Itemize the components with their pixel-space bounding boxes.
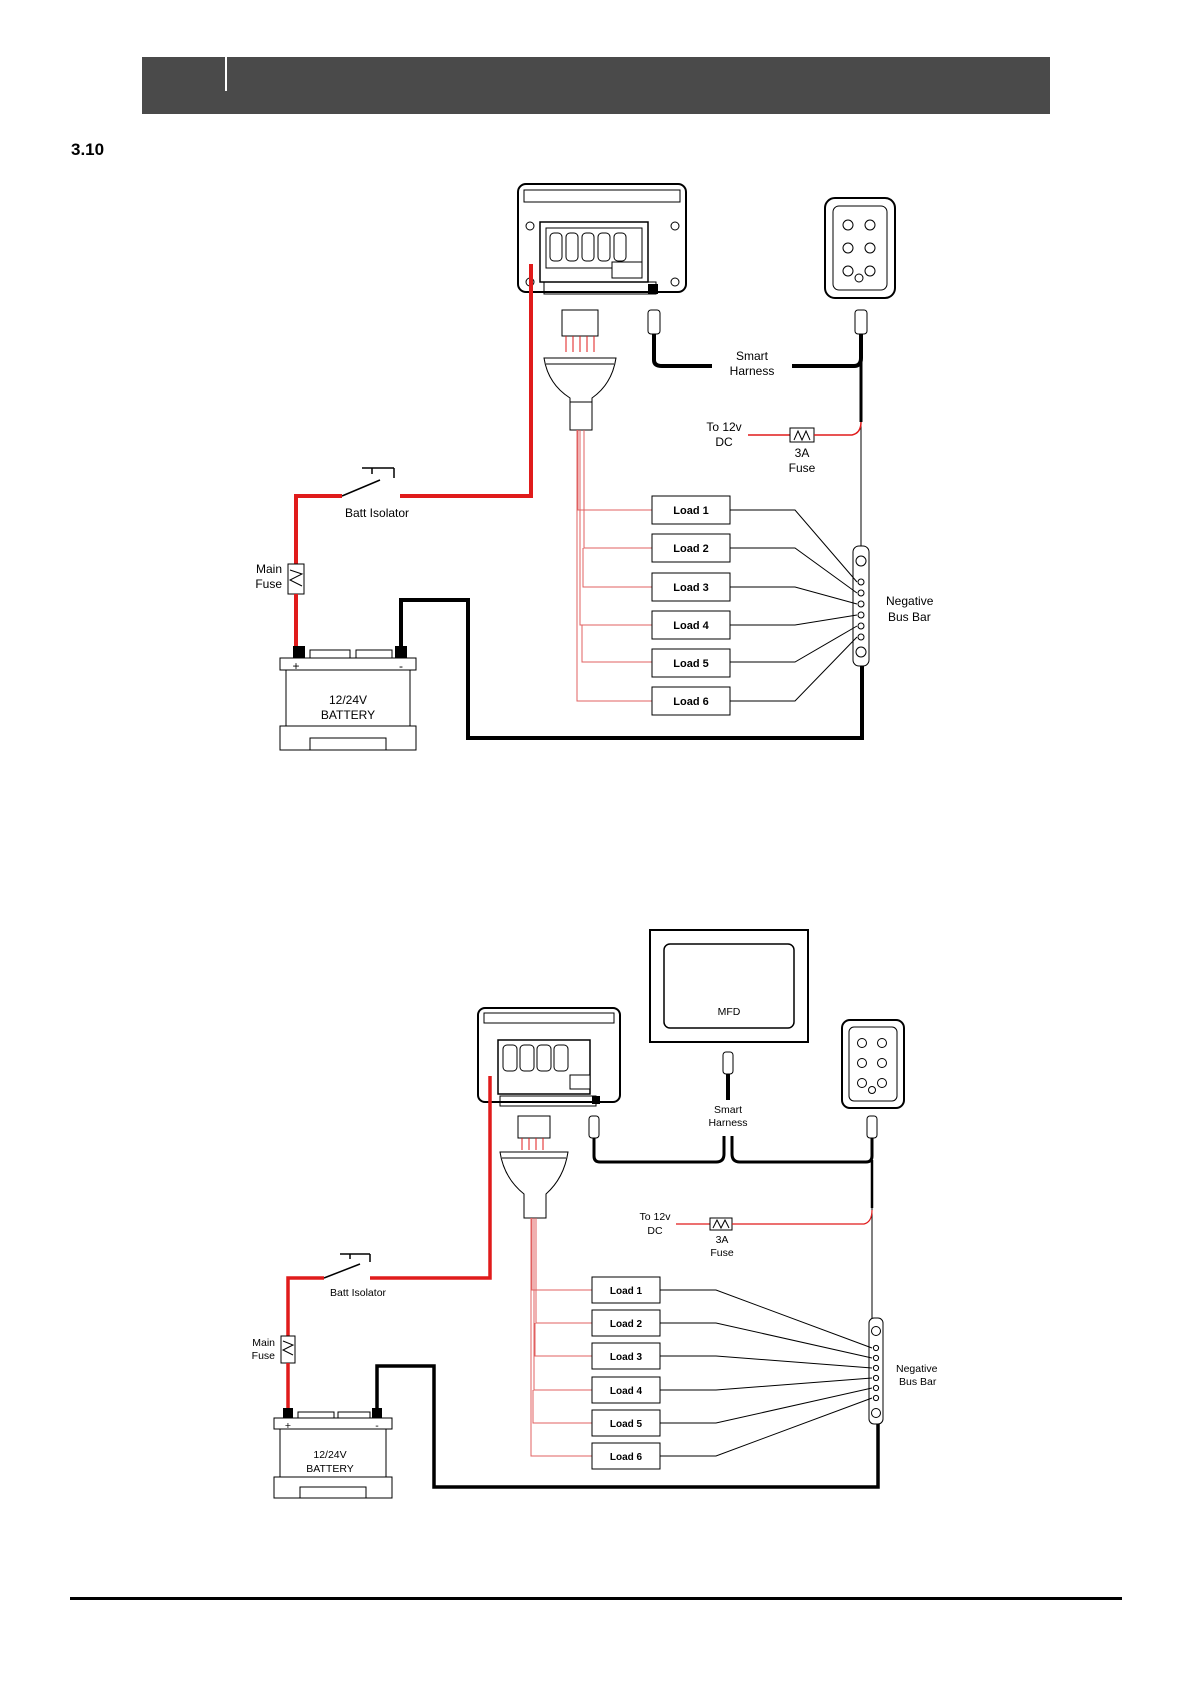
harness-plug-right-2 (867, 1116, 877, 1138)
harness-plug-mfd (723, 1052, 733, 1074)
load-label: Load 2 (673, 543, 708, 555)
load-label: Load 4 (673, 620, 709, 632)
load-box-1-3: Load 3 (652, 573, 730, 601)
load-harness-connector-2 (500, 1116, 568, 1218)
batt-isolator-label-1: Batt Isolator (345, 506, 409, 520)
load-box-1-5: Load 5 (652, 649, 730, 677)
load-label: Load 6 (610, 1452, 643, 1463)
controller-module-2 (478, 1008, 620, 1106)
load-box-1-6: Load 6 (652, 687, 730, 715)
switch-panel (825, 198, 895, 298)
battery-minus-1: - (399, 659, 403, 673)
main-fuse-icon (288, 564, 304, 594)
load-box-1-2: Load 2 (652, 534, 730, 562)
load-box-2-5: Load 5 (592, 1410, 660, 1436)
load-box-2-2: Load 2 (592, 1310, 660, 1336)
negative-bus-bar-1 (853, 546, 869, 666)
load-label: Load 1 (673, 505, 708, 517)
load-label: Load 5 (610, 1419, 643, 1430)
battery-plus-1: + (292, 659, 299, 673)
load-box-2-4: Load 4 (592, 1377, 660, 1403)
controller-module (518, 184, 686, 294)
load-label: Load 3 (673, 582, 708, 594)
mfd-label: MFD (718, 1006, 741, 1018)
batt-isolator-icon (342, 468, 394, 496)
battery-minus-2: - (375, 1420, 379, 1432)
load-label: Load 6 (673, 696, 708, 708)
switch-panel-2 (842, 1020, 904, 1108)
load-label: Load 3 (610, 1352, 643, 1363)
load-harness-connector (544, 310, 616, 430)
diagram-2: MFD (252, 930, 938, 1498)
footer-rule (70, 1597, 1122, 1600)
mfd-display (650, 930, 808, 1042)
battery-plus-2: + (285, 1420, 291, 1432)
load-box-2-1: Load 1 (592, 1277, 660, 1303)
negative-bus-bar-2 (869, 1318, 883, 1424)
load-box-1-4: Load 4 (652, 611, 730, 639)
load-box-2-6: Load 6 (592, 1443, 660, 1469)
harness-plug-left (648, 310, 660, 334)
batt-isolator-label-2: Batt Isolator (330, 1287, 387, 1299)
load-box-2-3: Load 3 (592, 1343, 660, 1369)
load-label: Load 4 (610, 1386, 643, 1397)
harness-plug-right (855, 310, 867, 334)
load-label: Load 2 (610, 1319, 643, 1330)
harness-plug-left-2 (589, 1116, 599, 1138)
load-label: Load 5 (673, 658, 708, 670)
batt-isolator-icon-2 (324, 1254, 370, 1278)
load-box-1-1: Load 1 (652, 496, 730, 524)
load-label: Load 1 (610, 1286, 643, 1297)
